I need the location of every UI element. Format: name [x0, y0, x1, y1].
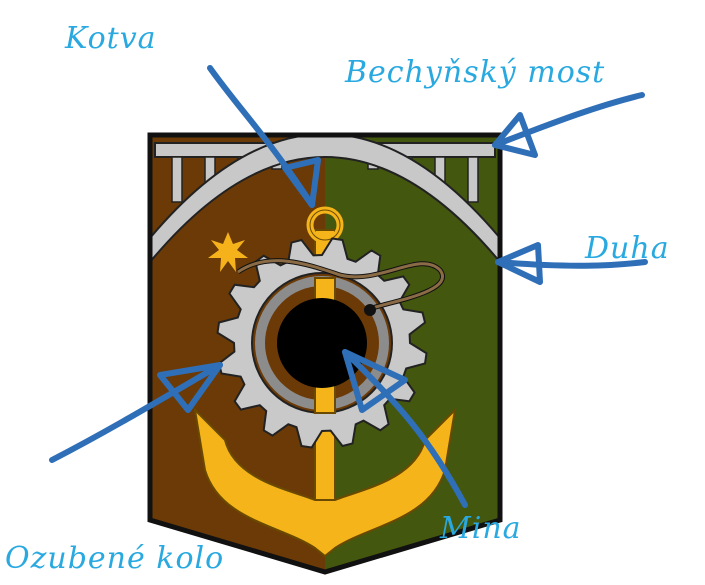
label-mine: Mina [439, 511, 522, 546]
shield [150, 134, 500, 575]
label-bridge: Bechyňský most [344, 55, 605, 90]
label-gear: Ozubené kolo [5, 541, 224, 576]
label-anchor: Kotva [64, 21, 157, 56]
label-rainbow: Duha [584, 231, 670, 266]
arrow-bridge [495, 95, 642, 155]
